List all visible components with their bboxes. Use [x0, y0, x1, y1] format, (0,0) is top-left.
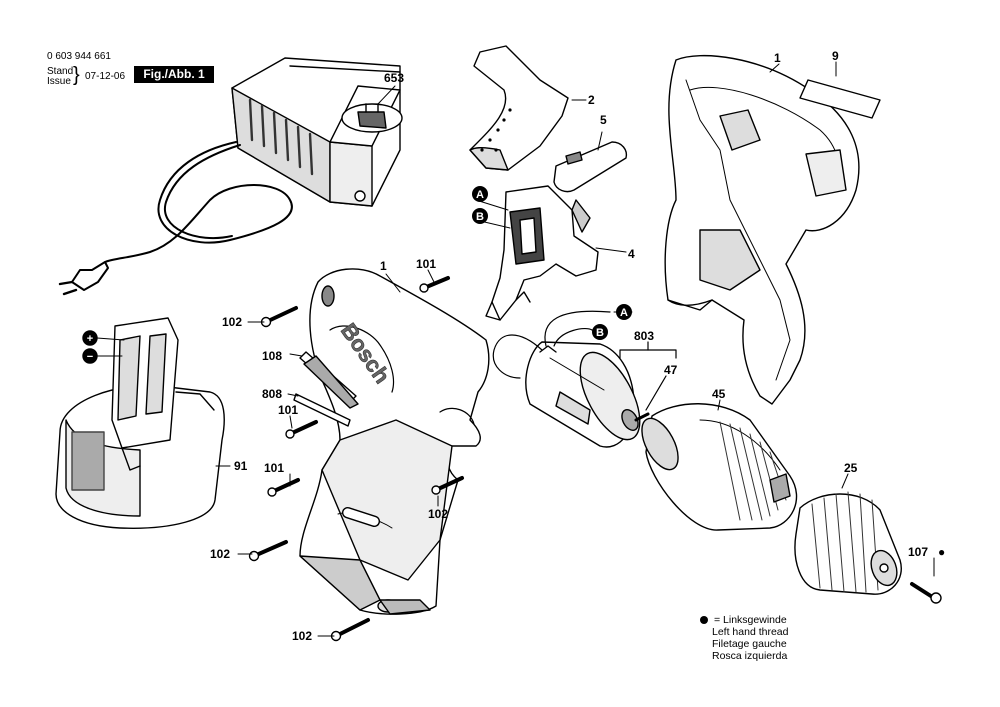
callout-45: 45 [712, 387, 726, 401]
battery-91 [55, 317, 225, 529]
screw-101-top [419, 276, 450, 293]
callout-102-bottom: 102 [292, 629, 312, 643]
callout-91: 91 [234, 459, 248, 473]
screw-107 [910, 582, 942, 604]
charger-653 [231, 57, 403, 207]
callout-25: 25 [844, 461, 858, 475]
label-strip-9 [799, 79, 881, 119]
callout-2: 2 [588, 93, 595, 107]
legend-dot [700, 616, 708, 624]
callout-108: 108 [262, 349, 282, 363]
clip-808 [293, 393, 351, 427]
housing-half-right [664, 54, 860, 405]
legend-line-1: = Linksgewinde [714, 614, 787, 626]
callout-808: 808 [262, 387, 282, 401]
callout-9: 9 [832, 49, 839, 63]
switch-4 [485, 185, 599, 321]
part-number: 0 603 944 661 [47, 51, 111, 62]
screw-102-top [260, 306, 298, 328]
callout-102-left: 102 [210, 547, 230, 561]
screw-102-right [431, 476, 464, 495]
screw-102-left [248, 540, 288, 562]
minus-sign: − [87, 351, 93, 363]
motor-wires [492, 310, 611, 379]
thread-legend: = Linksgewinde Left hand thread Filetage… [700, 614, 788, 662]
marker-b-switch: B [476, 211, 484, 223]
callout-101-low: 101 [264, 461, 284, 475]
motor-803 [525, 341, 650, 448]
stand-issue-brace: } [73, 64, 80, 86]
terminal-leaders [96, 337, 125, 357]
callout-4: 4 [628, 247, 635, 261]
marker-b-motor: B [596, 327, 604, 339]
callout-1-center: 1 [380, 259, 387, 273]
callout-1-right: 1 [774, 51, 781, 65]
callout-5: 5 [600, 113, 607, 127]
figure-label: Fig./Abb. 1 [134, 66, 214, 83]
slider-5 [553, 141, 628, 193]
chuck-25 [794, 491, 902, 595]
callout-101-top: 101 [416, 257, 436, 271]
callout-102-top: 102 [222, 315, 242, 329]
stand-label: Stand [47, 66, 74, 77]
bit-108 [299, 351, 359, 409]
charger-cable [58, 141, 293, 296]
marker-a-motor: A [620, 307, 628, 319]
cover-2 [469, 45, 569, 171]
screw-102-bottom [330, 618, 370, 642]
screw-101-low [267, 478, 300, 497]
legend-line-4: Rosca izquierda [712, 650, 788, 662]
callout-653: 653 [384, 71, 404, 85]
legend-line-2: Left hand thread [712, 626, 789, 638]
marker-a-switch: A [476, 189, 484, 201]
callout-107: 107 [908, 545, 928, 559]
issue-date: 07-12-06 [85, 71, 126, 82]
legend-line-3: Filetage gauche [712, 638, 787, 650]
housing-half-left [299, 268, 490, 615]
bracket-803-47 [619, 341, 677, 411]
left-hand-thread-dot: ● [938, 545, 945, 559]
callout-803: 803 [634, 329, 654, 343]
issue-label: Issue [47, 76, 71, 87]
plus-sign: + [87, 333, 93, 345]
callout-47: 47 [664, 363, 678, 377]
callout-102-right: 102 [428, 507, 448, 521]
callout-101-mid: 101 [278, 403, 298, 417]
connection-markers: A B A B [472, 186, 632, 340]
gearbox-45 [641, 403, 798, 531]
legend-row-1: = Linksgewinde [700, 614, 788, 626]
screw-101-mid [285, 420, 318, 439]
